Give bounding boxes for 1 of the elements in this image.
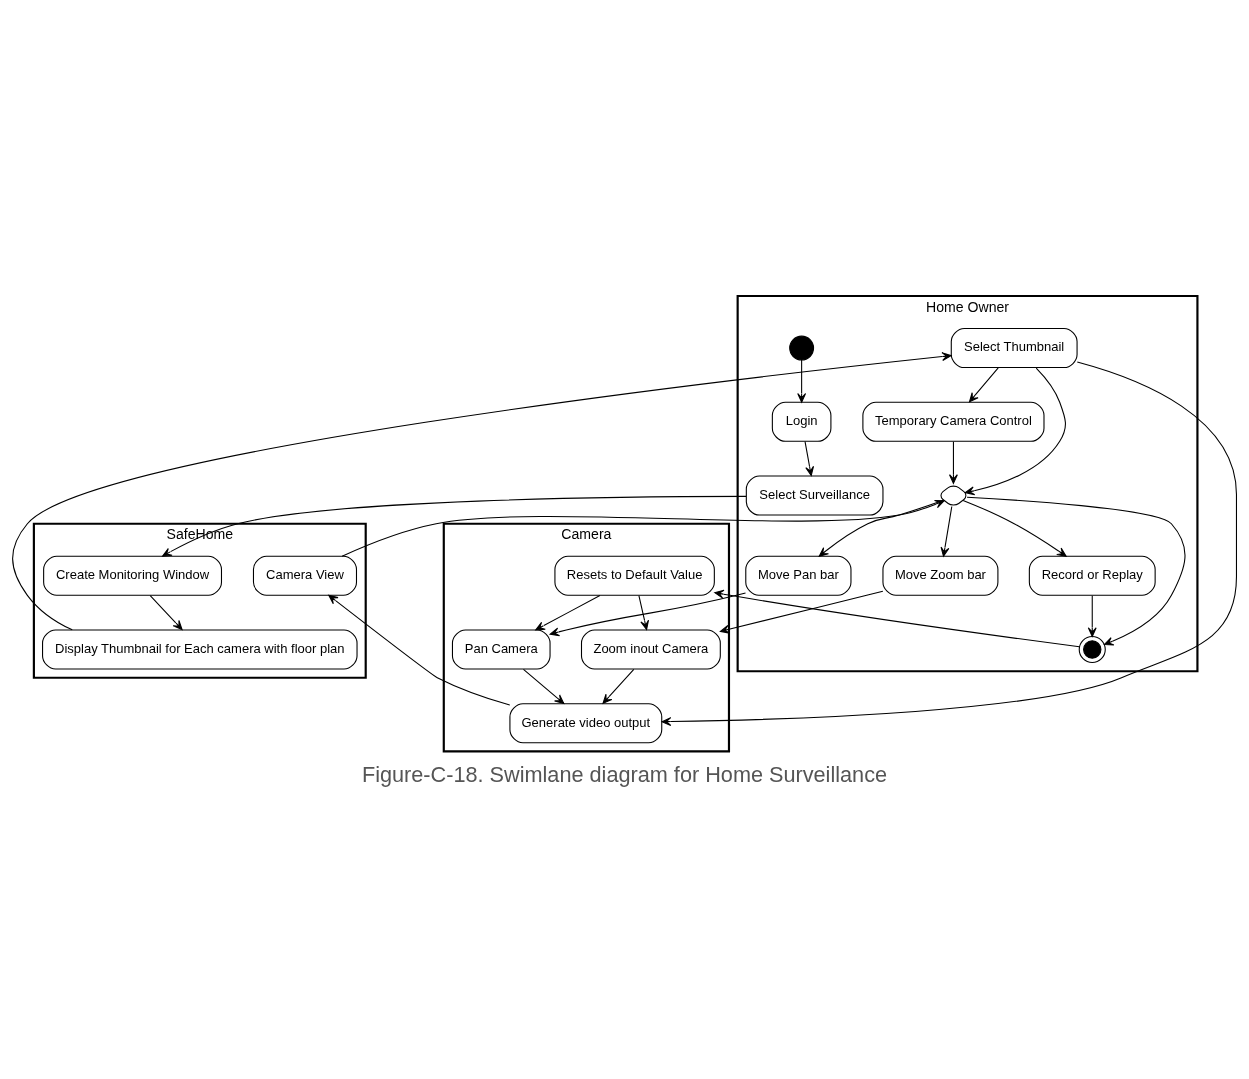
caption: Figure-C-18. Swimlane diagram for Home Surveillance <box>361 761 888 787</box>
